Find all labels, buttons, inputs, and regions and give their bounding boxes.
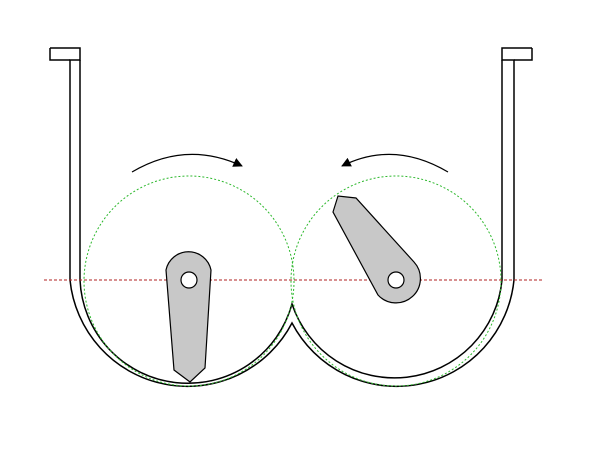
left-shaft-hole — [180, 271, 198, 289]
counterclockwise-rotation-arrow — [341, 153, 449, 173]
right-flange — [514, 48, 533, 61]
left-blade-arm — [165, 251, 212, 383]
vessel-inner-wall — [79, 60, 503, 384]
clockwise-rotation-arrow — [131, 153, 243, 173]
right-shaft-hole — [387, 271, 405, 289]
left-rotor-blade — [165, 251, 212, 383]
vessel-outer-wall — [50, 47, 532, 388]
right-blade-arm — [332, 195, 421, 304]
left-rotor-sweep-circle — [83, 175, 295, 387]
right-rotor-sweep-circle — [290, 175, 502, 387]
left-flange — [49, 48, 70, 61]
vessel-outline — [49, 47, 533, 388]
right-rotor-blade — [332, 195, 421, 304]
